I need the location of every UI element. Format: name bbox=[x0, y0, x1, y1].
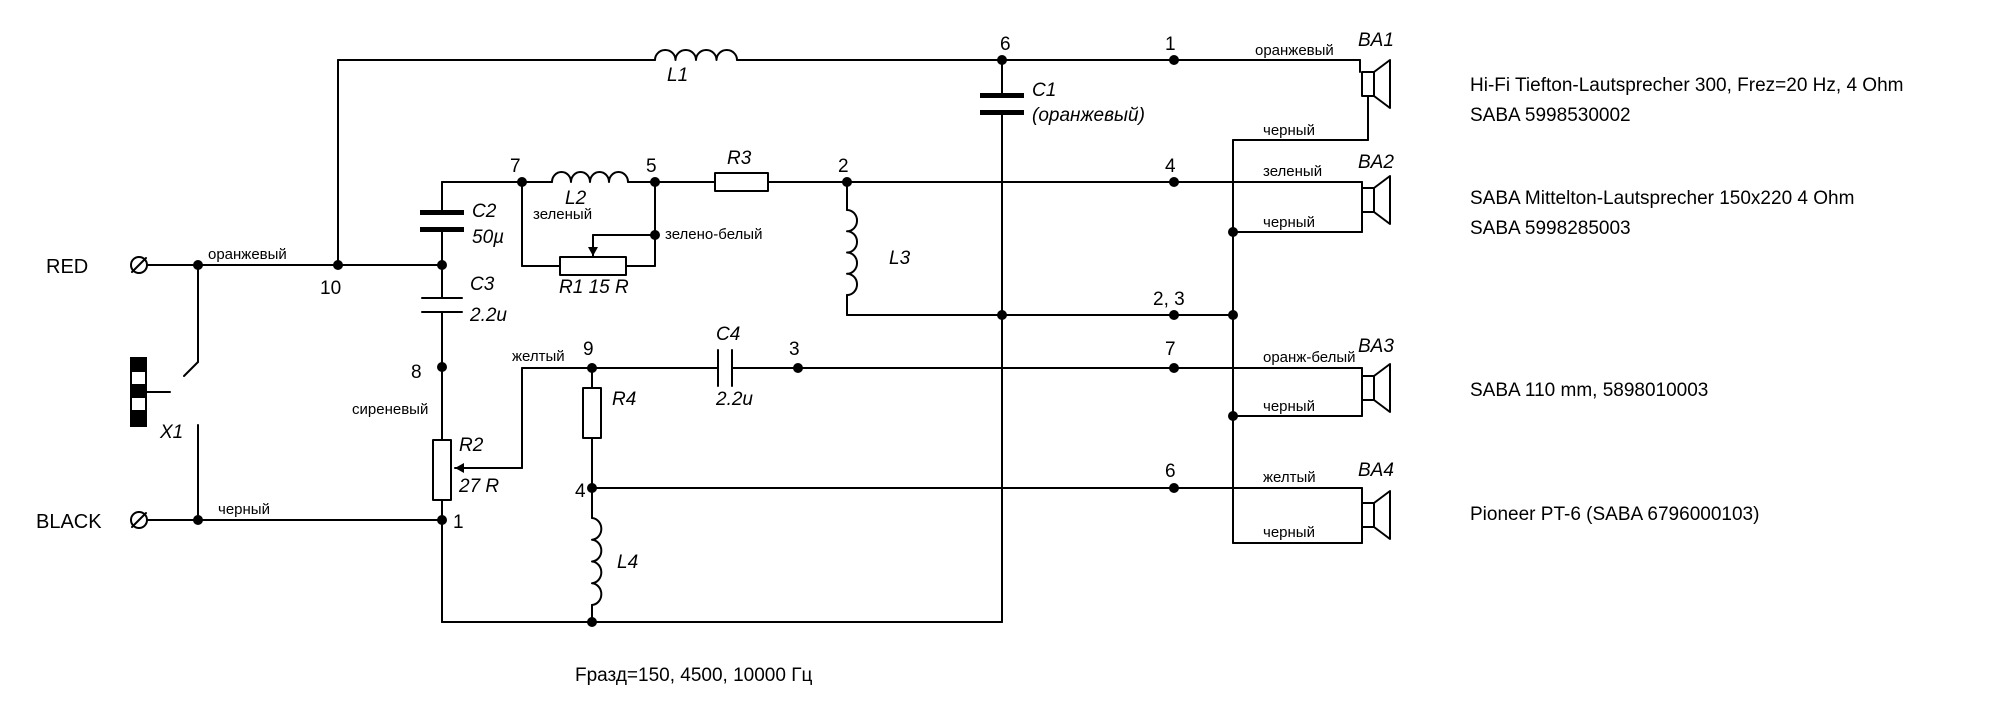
node-6-ba4: 6 bbox=[1165, 461, 1176, 482]
ba1-label: BA1 bbox=[1358, 30, 1394, 51]
wire-ba2-minus: черный bbox=[1263, 214, 1315, 231]
node-7-ba3: 7 bbox=[1165, 339, 1176, 360]
resistor-r3 bbox=[714, 172, 769, 192]
wire-ba1-minus: черный bbox=[1263, 122, 1315, 139]
wires bbox=[147, 59, 1369, 623]
resistor-r4 bbox=[582, 387, 602, 439]
ba2-label: BA2 bbox=[1358, 152, 1394, 173]
node-1-ba1: 1 bbox=[1165, 34, 1176, 55]
c1-label: C1 bbox=[1032, 80, 1056, 101]
wire-ba4-minus: черный bbox=[1263, 524, 1315, 541]
ba4-label: BA4 bbox=[1358, 460, 1394, 481]
l1-label: L1 bbox=[667, 65, 688, 86]
wire-ba3-minus: черный bbox=[1263, 398, 1315, 415]
l2-wire-label: зеленый bbox=[533, 206, 592, 223]
inductor-l2 bbox=[551, 171, 629, 183]
capacitor-c2 bbox=[420, 210, 464, 232]
wire-black-in: черный bbox=[218, 501, 270, 518]
resistor-r1 bbox=[559, 256, 627, 276]
node-6-top: 6 bbox=[1000, 34, 1011, 55]
r2-value: 27 R bbox=[458, 476, 499, 497]
terminal-black-icon bbox=[130, 511, 148, 529]
node-5: 5 bbox=[646, 156, 657, 177]
node-4: 4 bbox=[575, 481, 586, 502]
connector-x1-icon bbox=[130, 357, 171, 427]
resistor-r2 bbox=[432, 439, 452, 501]
wire-lilac: сиреневый bbox=[352, 401, 428, 418]
wire-r1-tap: зелено-белый bbox=[665, 226, 762, 243]
node-4-ba2: 4 bbox=[1165, 156, 1176, 177]
speaker-3-desc: SABA 110 mm, 5898010003 bbox=[1470, 380, 1708, 401]
capacitor-c4 bbox=[717, 349, 733, 387]
speaker-1-desc: Hi-Fi Tiefton-Lautsprecher 300, Frez=20 … bbox=[1470, 75, 1903, 96]
r2-label: R2 bbox=[459, 435, 484, 456]
terminal-black-label: BLACK bbox=[36, 511, 102, 533]
node-3: 3 bbox=[789, 339, 800, 360]
wire-ba4-plus: желтый bbox=[1263, 469, 1316, 486]
speaker-ba4-icon bbox=[1361, 490, 1391, 540]
speaker-4-desc: Pioneer PT-6 (SABA 6796000103) bbox=[1470, 504, 1759, 525]
node-2: 2 bbox=[838, 156, 849, 177]
junction-dots bbox=[193, 55, 1238, 627]
c1-note: (оранжевый) bbox=[1032, 105, 1145, 126]
r1-label: R1 15 R bbox=[559, 277, 629, 298]
c2-value: 50µ bbox=[472, 227, 504, 248]
inductor-l3 bbox=[846, 209, 858, 296]
speaker-ba2-icon bbox=[1361, 175, 1391, 225]
l4-label: L4 bbox=[617, 552, 638, 573]
node-1-ground: 1 bbox=[453, 512, 464, 533]
wire-yellow: желтый bbox=[512, 348, 565, 365]
l2-label: L2 bbox=[565, 188, 587, 209]
node-8: 8 bbox=[411, 362, 422, 383]
node-2-3: 2, 3 bbox=[1153, 289, 1185, 310]
c4-value: 2.2u bbox=[715, 389, 753, 410]
l3-label: L3 bbox=[889, 248, 911, 269]
capacitor-c1 bbox=[980, 93, 1024, 115]
node-7: 7 bbox=[510, 156, 521, 177]
crossover-frequencies: Fразд=150, 4500, 10000 Гц bbox=[575, 665, 812, 686]
terminal-red-label: RED bbox=[46, 256, 88, 278]
c3-label: C3 bbox=[470, 274, 495, 295]
connector-x1-label: X1 bbox=[159, 422, 183, 443]
r3-label: R3 bbox=[727, 148, 752, 169]
speaker-2-part: SABA 5998285003 bbox=[1470, 218, 1631, 239]
speaker-1-part: SABA 5998530002 bbox=[1470, 105, 1631, 126]
speaker-ba1-icon bbox=[1361, 59, 1391, 109]
c2-label: C2 bbox=[472, 201, 497, 222]
wire-ba1-plus: оранжевый bbox=[1255, 42, 1334, 59]
ba3-label: BA3 bbox=[1358, 336, 1394, 357]
wire-red-in: оранжевый bbox=[208, 246, 287, 263]
inductor-l4 bbox=[591, 517, 603, 606]
inductor-l1 bbox=[654, 49, 738, 61]
wire-ba3-plus: оранж-белый bbox=[1263, 349, 1356, 366]
r4-label: R4 bbox=[612, 389, 636, 410]
node-9: 9 bbox=[583, 339, 594, 360]
c3-value: 2.2u bbox=[469, 305, 507, 326]
capacitor-c3 bbox=[421, 297, 463, 313]
node-10: 10 bbox=[320, 278, 341, 299]
c4-label: C4 bbox=[716, 324, 740, 345]
speaker-ba3-icon bbox=[1361, 363, 1391, 413]
terminal-red-icon bbox=[130, 256, 148, 274]
wire-ba2-plus: зеленый bbox=[1263, 163, 1322, 180]
speaker-2-desc: SABA Mittelton-Lautsprecher 150x220 4 Oh… bbox=[1470, 188, 1854, 209]
